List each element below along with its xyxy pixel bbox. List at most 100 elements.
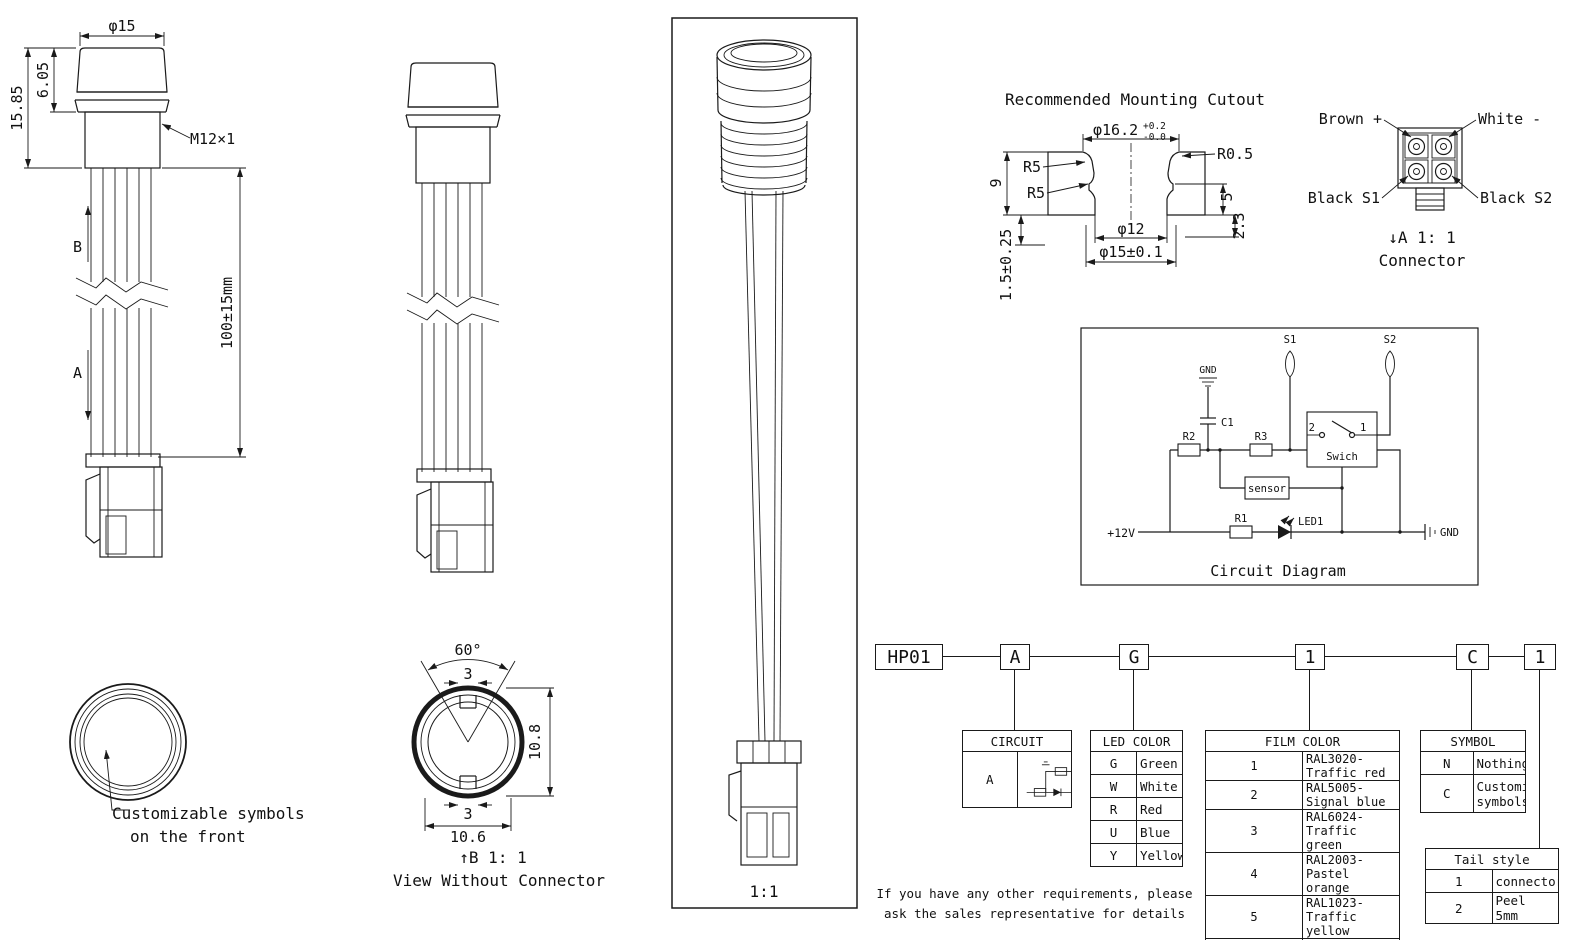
led-symbol (1278, 525, 1291, 539)
footer-note-line2: ask the sales representative for details (883, 906, 1186, 921)
ordering-led-code-box: G (1119, 644, 1149, 670)
led-row-key: R (1090, 797, 1137, 821)
symbol-row-value: Customized symbols (1472, 774, 1526, 813)
film-row-value: RAL2003-Pastel orange (1302, 852, 1400, 896)
side-view-plain (405, 62, 501, 573)
pin-black-s1-label: Black S1 (1308, 189, 1380, 207)
led-row-value: Green (1136, 751, 1183, 775)
cutout-wall-right (1166, 151, 1206, 216)
circuit-table: CIRCUIT A (962, 730, 1072, 808)
ordering-circuit-code-box: A (1000, 644, 1030, 670)
dim-phi15: φ15±0.1 (1099, 243, 1162, 261)
footer-note-line1: If you have any other requirements, plea… (876, 886, 1193, 901)
label-gnd-right: GND (1440, 527, 1459, 539)
dim-tol-minus: -0.0 (1143, 132, 1166, 143)
dim-vert: 10.8 (526, 724, 544, 760)
dim-step: 5 (1218, 192, 1236, 201)
front-view (69, 683, 187, 811)
connector-body (1397, 127, 1463, 211)
symbol-header: SYMBOL (1420, 730, 1526, 752)
mini-circuit-icon (1026, 760, 1071, 797)
circuit-net: S1 S2 GND C1 R2 R3 2 (1107, 334, 1459, 540)
label-12v: +12V (1107, 526, 1135, 540)
dim-depth: 9 (987, 178, 1005, 187)
connector-view-subcaption: Connector (1378, 251, 1466, 270)
label-s1: S1 (1284, 334, 1297, 346)
dim-cap-height: 6.05 (34, 62, 52, 98)
film-row-value: RAL5005-Signal blue (1302, 780, 1400, 810)
tail-row-key: 1 (1425, 869, 1493, 893)
thread-label: M12×1 (190, 130, 235, 148)
dim-r05: R0.5 (1217, 145, 1253, 163)
label-pin1: 1 (1360, 422, 1366, 434)
view-b-detail: 60° 3 10.8 3 10.6 (411, 641, 554, 846)
mounting-cutout: φ16.2 +0.2 -0.0 R0.5 R5 R5 9 5 2.3 φ12 (987, 121, 1253, 301)
pin-black-s2-label: Black S2 (1480, 189, 1552, 207)
dim-r5-upper: R5 (1023, 158, 1041, 176)
film-row-value: RAL1023-Traffic yellow (1302, 895, 1400, 939)
ordering-drop-line (1014, 670, 1015, 730)
film-row-key: 3 (1205, 809, 1303, 853)
film-row-key: 2 (1205, 780, 1303, 810)
front-view-note-line1: Customizable symbols (112, 804, 305, 823)
dimensions: 60° 3 10.8 3 10.6 (420, 641, 554, 846)
key-notches (459, 695, 477, 789)
label-led1: LED1 (1298, 516, 1323, 528)
front-view-note-line2: on the front (130, 827, 246, 846)
circuit-table-header: CIRCUIT (962, 730, 1072, 752)
film-row-key: 1 (1205, 751, 1303, 781)
wires (406, 183, 500, 472)
label-switch: Swich (1326, 451, 1358, 463)
led-row-value: White (1136, 774, 1183, 798)
tail-row-value: connector (1491, 869, 1559, 893)
cable-connector (416, 468, 494, 573)
switch-box (1306, 411, 1378, 468)
dimensions: φ15 15.85 6.05 M12×1 B A 100±15mm (8, 17, 246, 458)
label-c1: C1 (1221, 417, 1234, 429)
ordering-drop-line (1471, 670, 1472, 730)
full-scale-view: 1:1 (671, 17, 858, 909)
dim-slot-bottom: 3 (463, 805, 472, 823)
ordering-drop-line (1133, 670, 1134, 730)
side-view-dimensioned: φ15 15.85 6.05 M12×1 B A 100±15mm (8, 17, 246, 558)
view-b-subcaption: View Without Connector (393, 871, 605, 890)
ordering-model-box: HP01 (875, 644, 943, 670)
ordering-tail-code-box: 1 (1524, 644, 1556, 670)
dim-tol-plus: +0.2 (1143, 121, 1166, 132)
film-color-header: FILM COLOR (1205, 730, 1400, 752)
circuit-caption: Circuit Diagram (1210, 562, 1345, 580)
ordering-film-code-box: 1 (1295, 644, 1325, 670)
dim-total-height: 15.85 (8, 85, 26, 130)
led-row-value: Blue (1136, 820, 1183, 844)
symbol-row-value: Nothing (1472, 751, 1526, 775)
dim-film: 1.5±0.25 (997, 229, 1015, 301)
tail-style-header: Tail style (1425, 848, 1559, 870)
film-row-key: 4 (1205, 852, 1303, 896)
led-row-value: Red (1136, 797, 1183, 821)
symbol-leader (103, 749, 130, 811)
label-r3: R3 (1255, 431, 1268, 443)
led-color-header: LED COLOR (1090, 730, 1183, 752)
cable-connector (728, 740, 802, 866)
label-s2: S2 (1384, 334, 1397, 346)
ordering-link-line (1149, 656, 1295, 657)
view-b-caption: ↑B 1: 1 (459, 848, 527, 867)
label-sensor: sensor (1248, 483, 1286, 495)
label-pin2: 2 (1309, 422, 1315, 434)
connector-view-caption: ↓A 1: 1 (1388, 228, 1456, 247)
dim-phi162: φ16.2 (1093, 121, 1138, 139)
connector-detail: Brown + White - Black S1 Black S2 (1308, 110, 1552, 211)
scale-label: 1:1 (750, 882, 779, 901)
wires (744, 190, 784, 742)
led-row-key: U (1090, 820, 1137, 844)
mounting-title: Recommended Mounting Cutout (1004, 90, 1266, 109)
led-row-value: Yellow (1136, 843, 1183, 867)
circuit-diagram: S1 S2 GND C1 R2 R3 2 (1080, 327, 1479, 586)
led-row-key: W (1090, 774, 1137, 798)
dim-phi15: φ15 (108, 17, 135, 35)
circuit-table-thumbnail (1016, 751, 1072, 808)
